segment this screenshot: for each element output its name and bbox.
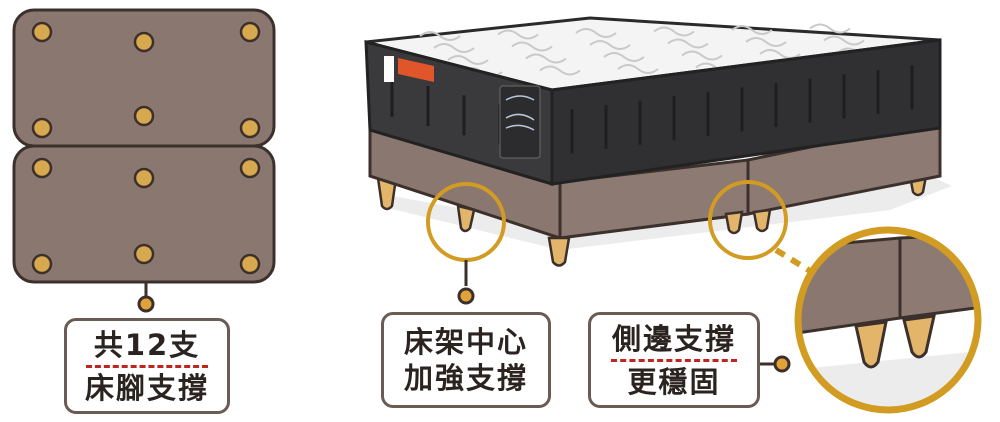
quilt-wave [447, 55, 489, 65]
callout-side-support: 側邊支撐 更穩固 [588, 312, 760, 408]
mattress-logo-mark [505, 95, 535, 131]
mattress-orange-tag [398, 58, 434, 82]
quilt-wave [745, 37, 787, 47]
leg-dot [239, 253, 261, 275]
pointer-dot-left [137, 295, 155, 313]
leg [752, 208, 772, 233]
mattress-stitching [390, 65, 914, 154]
quilt-wave [589, 40, 631, 50]
base-panel-bottom [12, 144, 276, 284]
zoom-leg [854, 320, 888, 369]
quilt-wave [433, 43, 475, 53]
quilt-wave [617, 64, 659, 74]
callout-center-support: 床架中心 加強支撐 [381, 312, 551, 408]
callout-twelve-legs: 共12支 床腳支撐 [64, 318, 230, 414]
quilt-wave [511, 41, 553, 52]
leg-dot [31, 117, 53, 139]
callout-right-line1: 側邊支撐 [611, 321, 736, 356]
leg [724, 210, 744, 235]
quilt-wave [575, 28, 617, 38]
callout-right-divider [610, 358, 738, 362]
leg-dot [239, 21, 261, 43]
quilt-wave [731, 25, 773, 35]
leg [376, 176, 398, 211]
quilt-wave [809, 23, 851, 34]
pointer-dot-right [773, 355, 791, 373]
quilt-wave [681, 50, 723, 61]
quilt-wave [667, 38, 709, 49]
callout-middle-line1: 床架中心 [403, 325, 528, 359]
leg-dot [31, 21, 53, 43]
leg-dot [133, 105, 155, 127]
quilt-wave [603, 52, 645, 62]
quilt-wave [497, 29, 539, 40]
leg-dot [133, 31, 155, 53]
quilt-wave [823, 35, 865, 46]
quilt-wave [653, 26, 695, 37]
callout-left-divider [86, 364, 208, 368]
callout-left-line1: 共12支 [93, 327, 201, 362]
mattress-logo-panel [499, 85, 541, 159]
quilt-wave [419, 31, 461, 41]
leg-dot [31, 253, 53, 275]
callout-middle-line2: 加強支撐 [403, 361, 528, 395]
mattress-white-tag [384, 56, 394, 82]
callout-left-line2: 床腳支撐 [84, 370, 209, 405]
base-top-view [12, 8, 276, 313]
quilt-wave [539, 65, 581, 76]
pointer-dot-middle [457, 287, 475, 305]
leg-dot [31, 157, 53, 179]
leg [456, 204, 476, 233]
leg-dot [239, 117, 261, 139]
quilt-wave [525, 53, 567, 64]
bed-3d-view [364, 16, 952, 305]
highlight-ring-side [708, 180, 788, 260]
leg-dots [31, 21, 261, 275]
leg [547, 236, 571, 267]
leg-dot [239, 157, 261, 179]
zoom-ring [794, 226, 982, 414]
leg-dot [133, 243, 155, 265]
zoom-leg [902, 314, 936, 359]
leg-dot [133, 167, 155, 189]
callout-right-line2: 更穩固 [627, 364, 721, 399]
quilt-wave [759, 49, 801, 59]
zoom-detail [760, 226, 982, 414]
